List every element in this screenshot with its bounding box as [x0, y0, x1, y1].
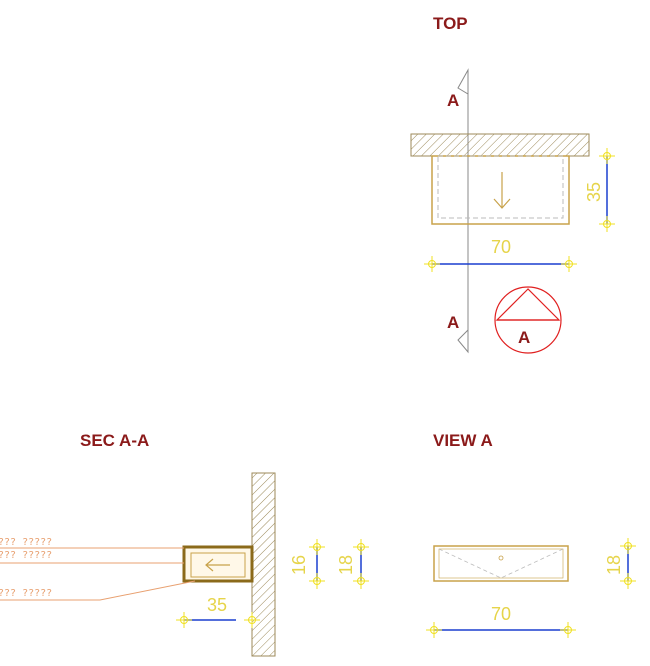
dim-depth-label: 35 [584, 182, 604, 202]
top-view-title: TOP [433, 14, 468, 33]
dim-front-width-label: 70 [491, 604, 511, 624]
cut-arrow-bottom [457, 328, 469, 354]
callout-note-3: ??? ????? [0, 588, 52, 599]
section-marker-top: A [447, 91, 459, 110]
view-marker-label: A [518, 328, 530, 347]
section-view: SEC A-A ??? ????? ??? ????? ??? ????? 35… [0, 431, 370, 657]
front-view-title: VIEW A [433, 431, 493, 450]
view-marker-circle [494, 286, 562, 354]
object-inner-dashed [437, 155, 564, 219]
object-front-outline [433, 545, 569, 582]
hinge-line-right [500, 548, 564, 579]
object-outline-top [431, 155, 570, 225]
object-section-outer [182, 545, 254, 583]
knob-icon [498, 555, 504, 561]
callout-note-1: ??? ????? [0, 537, 52, 548]
dim-section-depth-label: 35 [207, 595, 227, 615]
dim-height-inner-label: 16 [289, 555, 309, 575]
dim-width-label: 70 [491, 237, 511, 257]
section-marker-bottom: A [447, 313, 459, 332]
section-view-title: SEC A-A [80, 431, 149, 450]
arrow-down-icon-head [493, 198, 511, 209]
object-section-inner [190, 552, 246, 578]
wall-hatch-top [410, 133, 590, 157]
callout-note-2: ??? ????? [0, 550, 52, 561]
front-view: VIEW A 18 70 [425, 431, 637, 639]
arrow-left-icon-head [205, 558, 214, 572]
view-marker-triangle [495, 288, 561, 321]
top-view: TOP A A 35 70 A [410, 14, 616, 354]
object-front-inner [438, 548, 564, 579]
wall-hatch-section [251, 472, 276, 657]
callout-leader-3 [0, 580, 196, 601]
dim-front-height-label: 18 [604, 555, 624, 575]
hinge-line-left [438, 548, 502, 579]
cut-arrow-top [457, 68, 469, 95]
dim-height-outer-label: 18 [336, 555, 356, 575]
